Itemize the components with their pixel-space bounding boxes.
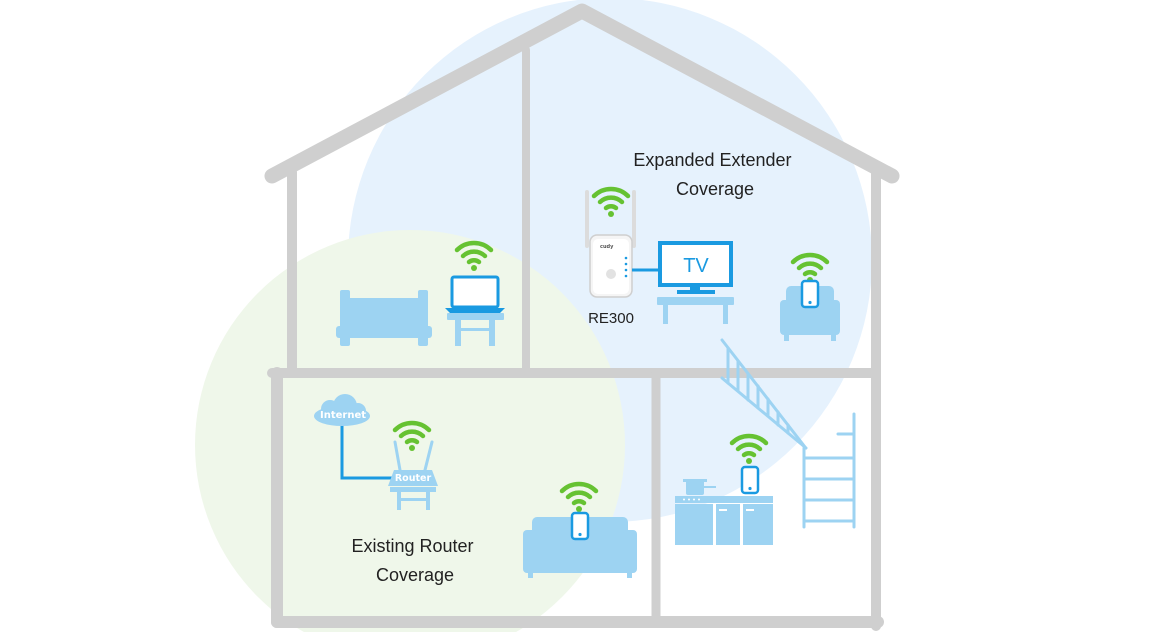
router-coverage-label: Existing Router Coverage xyxy=(351,536,478,585)
stove-pot-icon xyxy=(683,479,716,495)
kitchen-icon xyxy=(675,496,773,545)
svg-text:cudy: cudy xyxy=(600,244,614,250)
extender-icon: cudy xyxy=(585,190,636,298)
internet-cable xyxy=(340,423,392,480)
staircase-icon xyxy=(720,338,808,450)
house-outline xyxy=(264,3,900,631)
tv-label: TV xyxy=(683,255,709,277)
tv-stand-icon xyxy=(657,297,734,324)
router-table-icon xyxy=(390,487,436,510)
internet-label: Internet xyxy=(320,410,366,421)
desk-icon xyxy=(447,313,504,346)
phone-icon xyxy=(570,511,590,541)
tv-icon xyxy=(658,241,733,294)
router-label: Router xyxy=(395,473,432,484)
extender-coverage-label: Expanded Extender Coverage xyxy=(633,150,796,199)
phone-icon xyxy=(740,465,760,495)
extender-model-label: RE300 xyxy=(588,310,634,327)
router-icon xyxy=(388,440,438,486)
laptop-icon xyxy=(445,275,505,313)
cloud-icon xyxy=(314,394,370,426)
ladder-icon xyxy=(802,412,856,529)
bed-icon xyxy=(336,290,432,346)
phone-icon xyxy=(800,279,820,309)
